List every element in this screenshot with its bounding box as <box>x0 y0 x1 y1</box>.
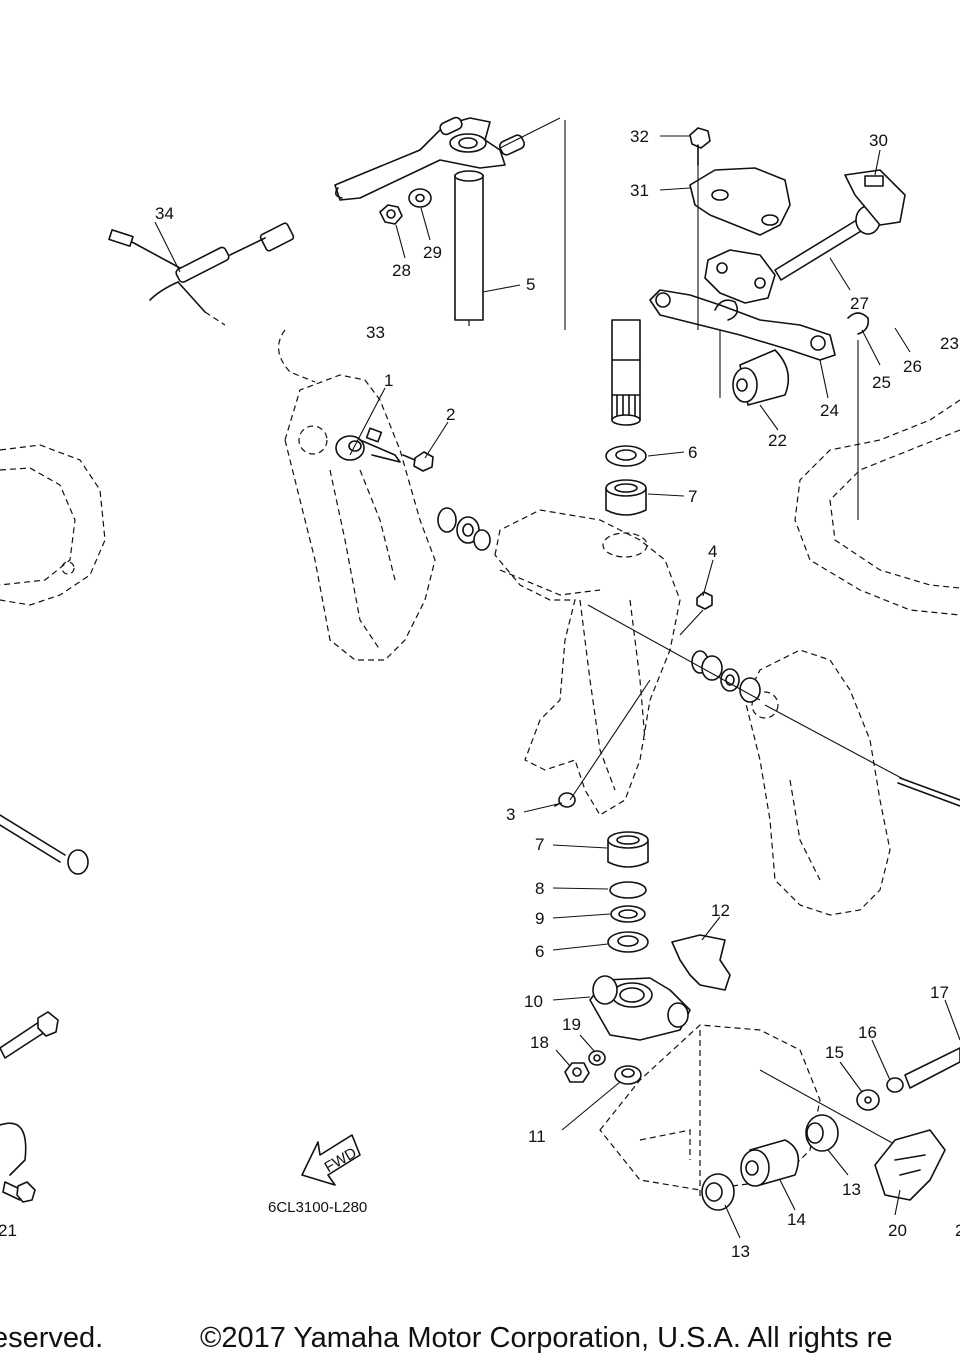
callout-13-left: 13 <box>731 1242 750 1261</box>
splined-shaft <box>611 319 641 426</box>
long-bolt-left <box>0 814 89 875</box>
callout-32: 32 <box>630 127 649 146</box>
callout-2-edge: 2 <box>955 1221 960 1240</box>
trim-sensor <box>335 427 401 463</box>
bushing-7-bottom <box>607 831 649 868</box>
o-ring-8 <box>609 881 647 899</box>
tilt-tube-line <box>587 604 761 701</box>
washer-16 <box>886 1077 904 1093</box>
callout-11: 11 <box>528 1127 546 1146</box>
callout-15: 15 <box>825 1043 844 1062</box>
callout-7-top: 7 <box>688 487 697 506</box>
callout-1: 1 <box>384 371 393 390</box>
callout-26: 26 <box>903 357 922 376</box>
clip-25 <box>847 312 870 335</box>
lower-casing <box>599 1024 906 1200</box>
callout-24: 24 <box>820 401 839 420</box>
callout-6-bottom: 6 <box>535 942 544 961</box>
callout-21: 21 <box>0 1221 17 1240</box>
washer-19 <box>588 1050 606 1066</box>
wire-harness-34 <box>108 222 295 326</box>
leader-lines <box>154 135 960 1239</box>
nut-28 <box>379 204 403 225</box>
lower-mount-bracket <box>589 975 691 1041</box>
callout-31: 31 <box>630 181 649 200</box>
drawing-code: 6CL3100-L280 <box>268 1199 367 1216</box>
engine-base-left <box>0 444 106 606</box>
callout-30: 30 <box>869 131 888 150</box>
callout-25: 25 <box>872 373 891 392</box>
callout-19: 19 <box>562 1015 581 1034</box>
steering-arm <box>334 116 561 201</box>
grease-nipple-4 <box>696 591 713 610</box>
washer-9 <box>610 905 646 923</box>
callout-16: 16 <box>858 1023 877 1042</box>
callout-17: 17 <box>930 983 949 1002</box>
bolt-27 <box>774 205 881 281</box>
bolt-lower-left <box>0 1011 59 1059</box>
rubber-mount-13-left <box>701 1173 735 1211</box>
copyright-left-fragment: eserved. <box>0 1322 104 1354</box>
callout-7-bottom: 7 <box>535 835 544 854</box>
rubber-mount-22 <box>732 349 790 406</box>
callout-28: 28 <box>392 261 411 280</box>
callout-8: 8 <box>535 879 544 898</box>
clamp-bracket-right <box>744 649 960 916</box>
bushing-7-top <box>605 479 647 516</box>
upper-mount-housing-31 <box>689 167 791 236</box>
bolt-32 <box>689 127 711 166</box>
callout-13-right: 13 <box>842 1180 861 1199</box>
bolt-17 <box>904 1047 960 1089</box>
screw-3 <box>554 792 576 808</box>
rubber-mount-13-right <box>805 1114 839 1152</box>
engine-base-right <box>794 340 960 616</box>
callout-numbers: 1 2 3 4 5 6 6 7 7 8 9 10 11 12 13 13 14 … <box>0 127 960 1261</box>
clamp-bracket-left <box>278 329 436 661</box>
callout-4: 4 <box>708 542 717 561</box>
washer-15 <box>856 1089 880 1111</box>
callout-23: 23 <box>940 334 959 353</box>
callout-12: 12 <box>711 901 730 920</box>
nut-18 <box>564 1062 590 1083</box>
tilt-bushing-left <box>437 507 491 551</box>
plate-30 <box>844 169 906 226</box>
callout-18: 18 <box>530 1033 549 1052</box>
washer-6-bottom <box>607 931 649 953</box>
swivel-bracket <box>494 509 681 816</box>
copyright-notice: ©2017 Yamaha Motor Corporation, U.S.A. A… <box>200 1322 893 1354</box>
callout-29: 29 <box>423 243 442 262</box>
callout-5: 5 <box>526 275 535 294</box>
steering-shaft <box>454 120 566 330</box>
callout-2: 2 <box>446 405 455 424</box>
callout-27: 27 <box>850 294 869 313</box>
callout-10: 10 <box>524 992 543 1011</box>
clip-spring <box>714 299 739 321</box>
bolt-21 <box>0 1122 36 1203</box>
rubber-mount-14 <box>740 1139 800 1187</box>
plate-24 <box>649 289 836 361</box>
washer-29 <box>408 188 432 208</box>
washer-6-top <box>605 445 647 467</box>
callout-33: 33 <box>366 323 385 342</box>
screw-2 <box>402 451 434 472</box>
callout-9: 9 <box>535 909 544 928</box>
callout-20: 20 <box>888 1221 907 1240</box>
bracket-plate-27-base <box>704 249 776 304</box>
callout-34: 34 <box>155 204 174 223</box>
clip-11 <box>614 1065 642 1085</box>
callout-6-top: 6 <box>688 443 697 462</box>
plate-12 <box>671 934 731 991</box>
callout-3: 3 <box>506 805 515 824</box>
fwd-arrow: FWD <box>301 1134 361 1186</box>
callout-22: 22 <box>768 431 787 450</box>
callout-14: 14 <box>787 1210 806 1229</box>
cover-20 <box>874 1129 946 1201</box>
